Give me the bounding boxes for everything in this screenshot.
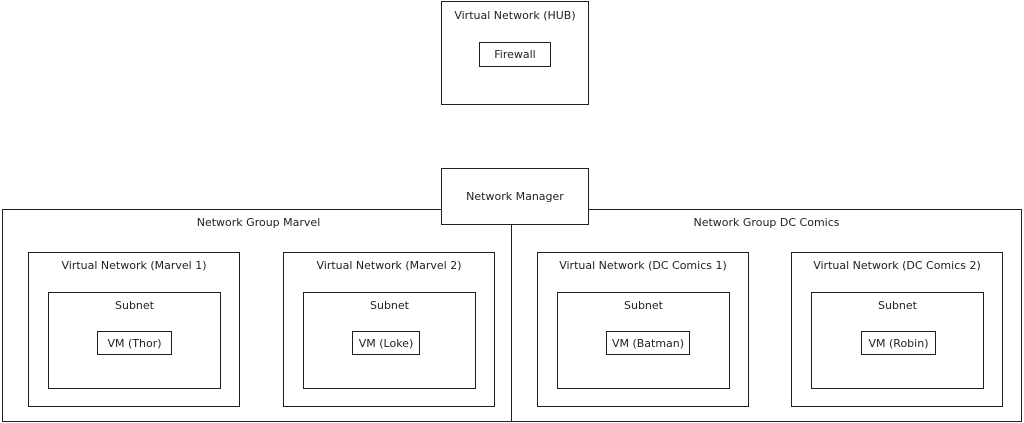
firewall-box: Firewall <box>479 42 551 67</box>
firewall-label: Firewall <box>494 48 536 61</box>
vm-loke-box: VM (Loke) <box>352 331 420 355</box>
network-group-marvel: Network Group Marvel Virtual Network (Ma… <box>2 209 513 422</box>
vm-batman-box: VM (Batman) <box>606 331 690 355</box>
subnet-marvel-1-box: Subnet VM (Thor) <box>48 292 221 389</box>
subnet-marvel-2-box: Subnet VM (Loke) <box>303 292 476 389</box>
vnet-marvel-1-box: Virtual Network (Marvel 1) Subnet VM (Th… <box>28 252 240 407</box>
network-manager-label: Network Manager <box>466 190 564 203</box>
hub-vnet-title: Virtual Network (HUB) <box>454 9 576 22</box>
vm-loke-label: VM (Loke) <box>358 336 414 350</box>
subnet-marvel-1-label: Subnet <box>115 299 154 312</box>
network-group-dc-comics: Network Group DC Comics Virtual Network … <box>511 209 1022 422</box>
vm-robin-label: VM (Robin) <box>868 336 929 350</box>
vm-thor-box: VM (Thor) <box>97 331 172 355</box>
hub-vnet-box: Virtual Network (HUB) Firewall <box>441 1 589 105</box>
vnet-marvel-2-box: Virtual Network (Marvel 2) Subnet VM (Lo… <box>283 252 495 407</box>
subnet-dc-comics-1-label: Subnet <box>624 299 663 312</box>
network-manager-box: Network Manager <box>441 168 589 225</box>
vm-robin-box: VM (Robin) <box>861 331 936 355</box>
network-group-dc-comics-title: Network Group DC Comics <box>693 216 840 229</box>
subnet-dc-comics-1-box: Subnet VM (Batman) <box>557 292 730 389</box>
vnet-dc-comics-1-box: Virtual Network (DC Comics 1) Subnet VM … <box>537 252 749 407</box>
vnet-dc-comics-2-box: Virtual Network (DC Comics 2) Subnet VM … <box>791 252 1003 407</box>
vnet-dc-comics-2-title: Virtual Network (DC Comics 2) <box>813 259 981 272</box>
subnet-marvel-2-label: Subnet <box>370 299 409 312</box>
vnet-marvel-1-title: Virtual Network (Marvel 1) <box>61 259 207 272</box>
vnet-dc-comics-1-title: Virtual Network (DC Comics 1) <box>559 259 727 272</box>
vnet-marvel-2-title: Virtual Network (Marvel 2) <box>316 259 462 272</box>
vm-batman-label: VM (Batman) <box>611 336 685 350</box>
vm-thor-label: VM (Thor) <box>107 336 162 350</box>
subnet-dc-comics-2-label: Subnet <box>878 299 917 312</box>
network-group-marvel-title: Network Group Marvel <box>196 216 321 229</box>
subnet-dc-comics-2-box: Subnet VM (Robin) <box>811 292 984 389</box>
